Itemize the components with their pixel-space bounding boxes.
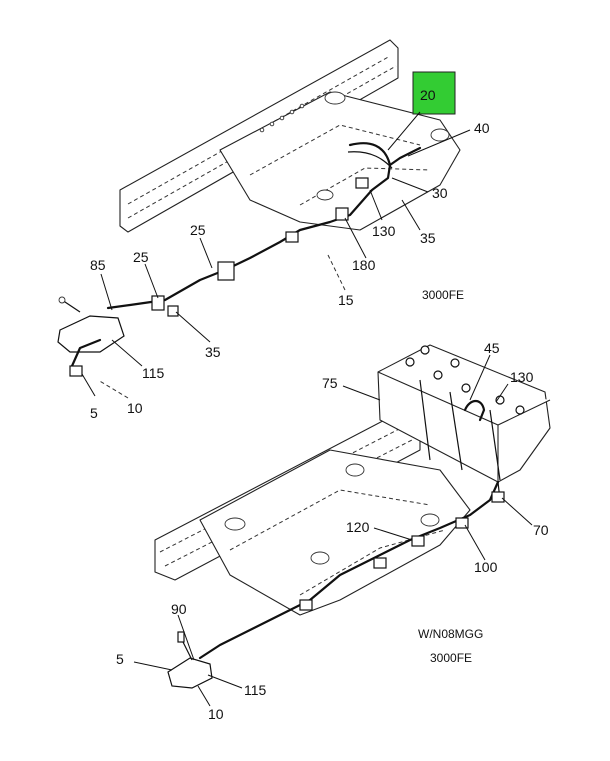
callout-100[interactable]: 100 (474, 559, 498, 575)
callout-115-lower[interactable]: 115 (244, 682, 267, 698)
option-label: W/N08MGG (418, 627, 483, 641)
callout-35-upper[interactable]: 35 (420, 230, 436, 246)
upper-callout-highlight (412, 71, 456, 115)
upper-chassis-frame (119, 39, 461, 233)
callout-20[interactable]: 20 (420, 87, 436, 103)
lower-leaders (133, 354, 533, 707)
callout-130-upper[interactable]: 130 (372, 223, 396, 239)
lower-model-label: 3000FE (430, 651, 472, 665)
upper-callout-labels: 20 40 30 35 130 180 15 25 25 85 35 115 5… (90, 87, 490, 421)
callout-90[interactable]: 90 (171, 601, 187, 617)
callout-75[interactable]: 75 (322, 375, 338, 391)
callout-35-lower-left[interactable]: 35 (205, 344, 221, 360)
callout-10-lower[interactable]: 10 (208, 706, 224, 722)
upper-wiring-harness (57, 142, 422, 377)
callout-10-upper[interactable]: 10 (127, 400, 143, 416)
lower-callout-labels: 45 75 130 120 70 100 90 5 115 10 W/N08MG… (116, 340, 549, 722)
callout-120[interactable]: 120 (346, 519, 370, 535)
lower-battery-box (377, 344, 551, 483)
upper-model-label: 3000FE (422, 288, 464, 302)
upper-leaders (81, 111, 471, 399)
callout-115-upper[interactable]: 115 (142, 365, 165, 381)
callout-130-lower[interactable]: 130 (510, 369, 534, 385)
callout-15[interactable]: 15 (338, 292, 354, 308)
lower-wiring-harness (167, 480, 505, 689)
callout-30[interactable]: 30 (432, 185, 448, 201)
callout-25-right[interactable]: 25 (190, 222, 206, 238)
callout-180[interactable]: 180 (352, 257, 376, 273)
callout-25-left[interactable]: 25 (133, 249, 149, 265)
callout-70[interactable]: 70 (533, 522, 549, 538)
callout-40[interactable]: 40 (474, 120, 490, 136)
callout-85[interactable]: 85 (90, 257, 106, 273)
callout-5-lower[interactable]: 5 (116, 651, 124, 667)
callout-5-upper[interactable]: 5 (90, 405, 98, 421)
callout-45[interactable]: 45 (484, 340, 500, 356)
